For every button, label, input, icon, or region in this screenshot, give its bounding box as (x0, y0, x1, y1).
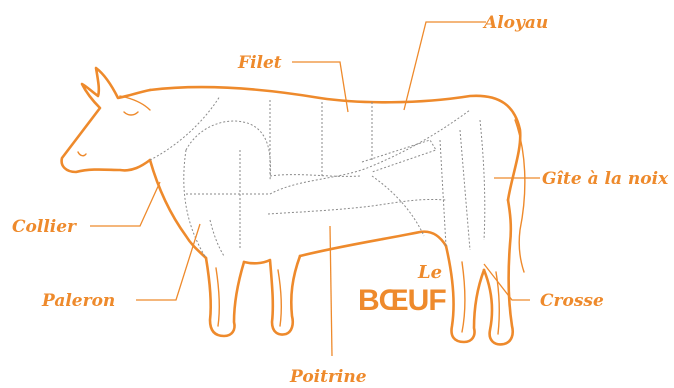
cow-outline (62, 68, 525, 344)
leader-paleron (136, 224, 200, 300)
leader-filet (292, 62, 348, 112)
label-crosse: Crosse (540, 291, 604, 311)
leader-lines (90, 22, 540, 356)
label-aloyau: Aloyau (482, 13, 548, 33)
label-poitrine: Poitrine (289, 367, 367, 387)
label-gite-a-la-noix: Gîte à la noix (542, 169, 669, 189)
title-boeuf: BŒUF (358, 284, 446, 317)
label-filet: Filet (237, 53, 282, 73)
label-collier: Collier (12, 217, 77, 237)
title-le: Le (417, 262, 442, 283)
label-paleron: Paleron (41, 291, 115, 311)
leader-collier (90, 182, 160, 226)
leader-poitrine (330, 226, 332, 356)
title: Le BŒUF (358, 262, 446, 317)
